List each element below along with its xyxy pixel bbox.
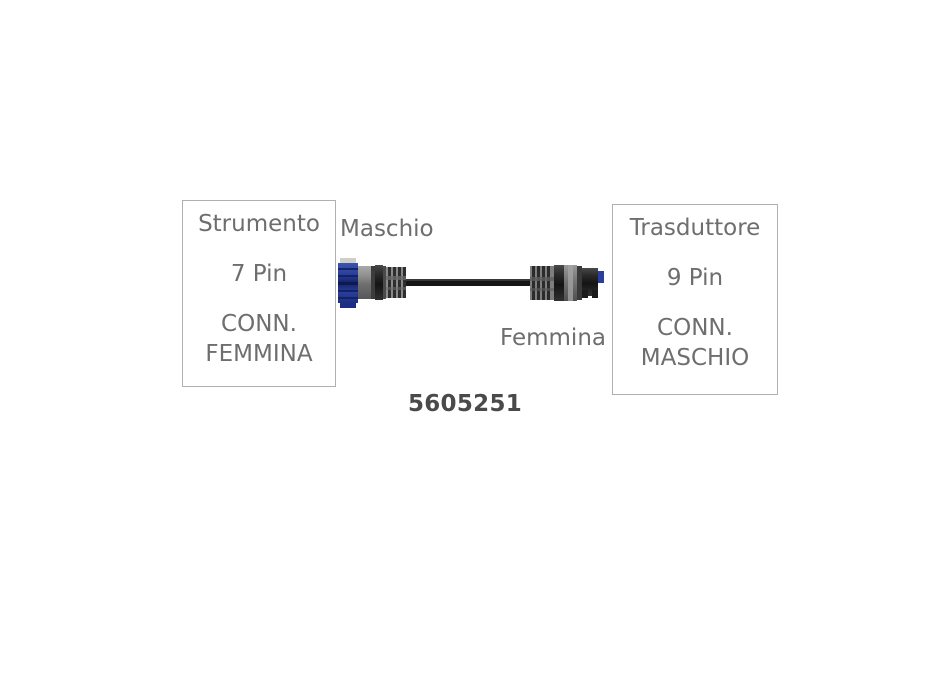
transducer-connector-gender: MASCHIO: [640, 345, 750, 371]
cable-icon: [406, 279, 538, 286]
part-number: 5605251: [407, 391, 523, 417]
instrument-connector-gender: FEMMINA: [205, 341, 313, 367]
right-end-gender-label: Femmina: [500, 325, 606, 351]
transducer-pin-count: 9 Pin: [666, 265, 724, 291]
instrument-connector-type: CONN.: [221, 311, 297, 337]
instrument-label-box: Strumento 7 Pin CONN. FEMMINA: [182, 200, 336, 387]
transducer-title: Trasduttore: [629, 215, 761, 241]
instrument-title: Strumento: [198, 211, 320, 237]
instrument-pin-count: 7 Pin: [230, 261, 288, 287]
left-end-gender-label: Maschio: [340, 216, 434, 242]
cable-assembly-illustration: [330, 252, 620, 314]
female-connector-icon: [530, 265, 604, 301]
transducer-connector-type: CONN.: [657, 315, 733, 341]
transducer-label-box: Trasduttore 9 Pin CONN. MASCHIO: [612, 204, 778, 395]
male-connector-icon: [338, 258, 406, 308]
